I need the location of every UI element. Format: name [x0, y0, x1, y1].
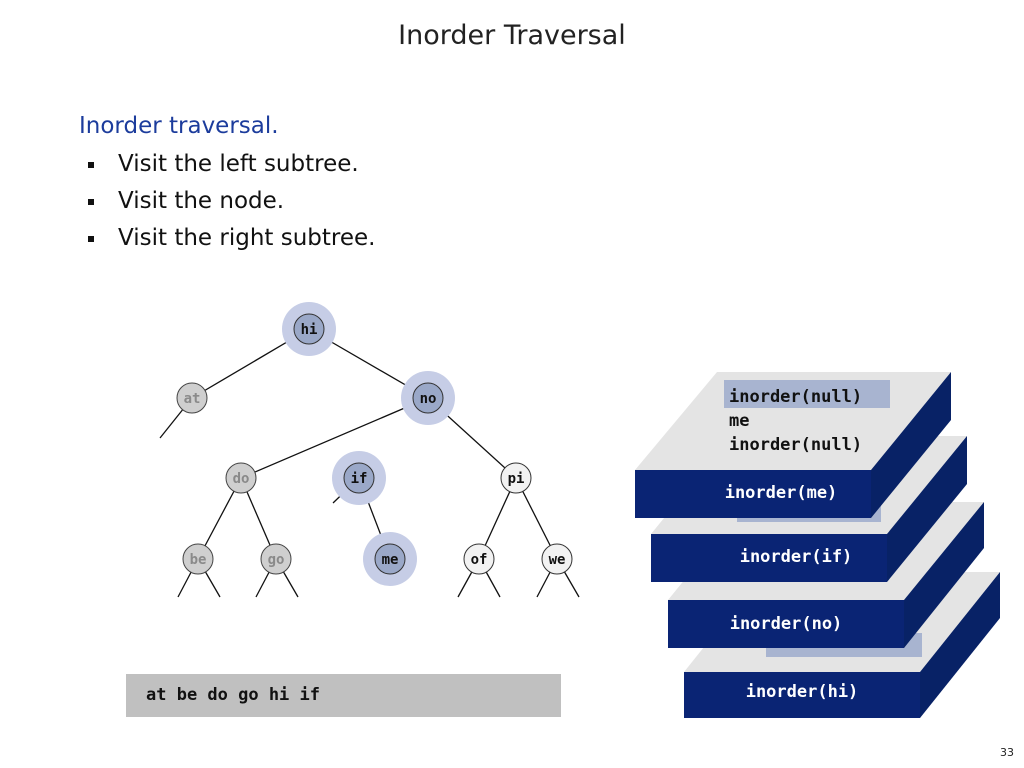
bullet-item: Visit the left subtree. — [88, 149, 375, 186]
tree-edge — [240, 397, 429, 479]
bullet-square-icon — [88, 162, 94, 168]
tree-node: hi — [293, 313, 325, 345]
page-number: 33 — [1000, 746, 1014, 759]
lead-heading: Inorder traversal. — [79, 113, 279, 139]
code-line: me — [729, 411, 749, 431]
bullet-item: Visit the node. — [88, 186, 375, 223]
code-line: inorder(null) — [729, 435, 862, 455]
node-label: we — [549, 552, 566, 568]
tree-node: no — [412, 382, 444, 414]
node-label: pi — [508, 471, 525, 487]
node-label: go — [268, 552, 285, 568]
tree-node: do — [225, 462, 257, 494]
node-label: at — [184, 391, 201, 407]
bullet-item: Visit the right subtree. — [88, 223, 375, 260]
bullet-text: Visit the right subtree. — [118, 225, 376, 251]
node-label: no — [420, 391, 437, 407]
bullet-list: Visit the left subtree. Visit the node. … — [88, 149, 375, 260]
stack-frame-label: inorder(me) — [725, 483, 838, 503]
tree-node: pi — [500, 462, 532, 494]
current-line-highlight — [724, 380, 890, 408]
code-line: inorder(null) — [729, 387, 862, 407]
tree-node: go — [260, 543, 292, 575]
stack-frame: inorder(me) — [635, 372, 951, 518]
top-card-code: inorder(null) me inorder(null) — [724, 380, 890, 455]
tree-node: of — [463, 543, 495, 575]
tree-node: me — [374, 543, 406, 575]
stack-frame-label: inorder(if) — [740, 547, 853, 567]
bullet-square-icon — [88, 236, 94, 242]
node-label: me — [382, 552, 399, 568]
node-label: be — [190, 552, 207, 568]
stack-frame-label: inorder(hi) — [746, 682, 859, 702]
bullet-text: Visit the node. — [118, 188, 285, 214]
traversal-output: at be do go hi if — [126, 674, 561, 717]
node-label: if — [351, 471, 368, 487]
bullet-text: Visit the left subtree. — [118, 151, 359, 177]
tree-node: if — [343, 462, 375, 494]
slide-title: Inorder Traversal — [398, 20, 626, 51]
node-label: hi — [301, 322, 318, 338]
tree-node: be — [182, 543, 214, 575]
bullet-square-icon — [88, 199, 94, 205]
node-label: do — [233, 471, 250, 487]
tree-node: we — [541, 543, 573, 575]
stack-frame-label: inorder(no) — [730, 614, 843, 634]
node-label: of — [471, 552, 488, 568]
tree-node: at — [176, 382, 208, 414]
